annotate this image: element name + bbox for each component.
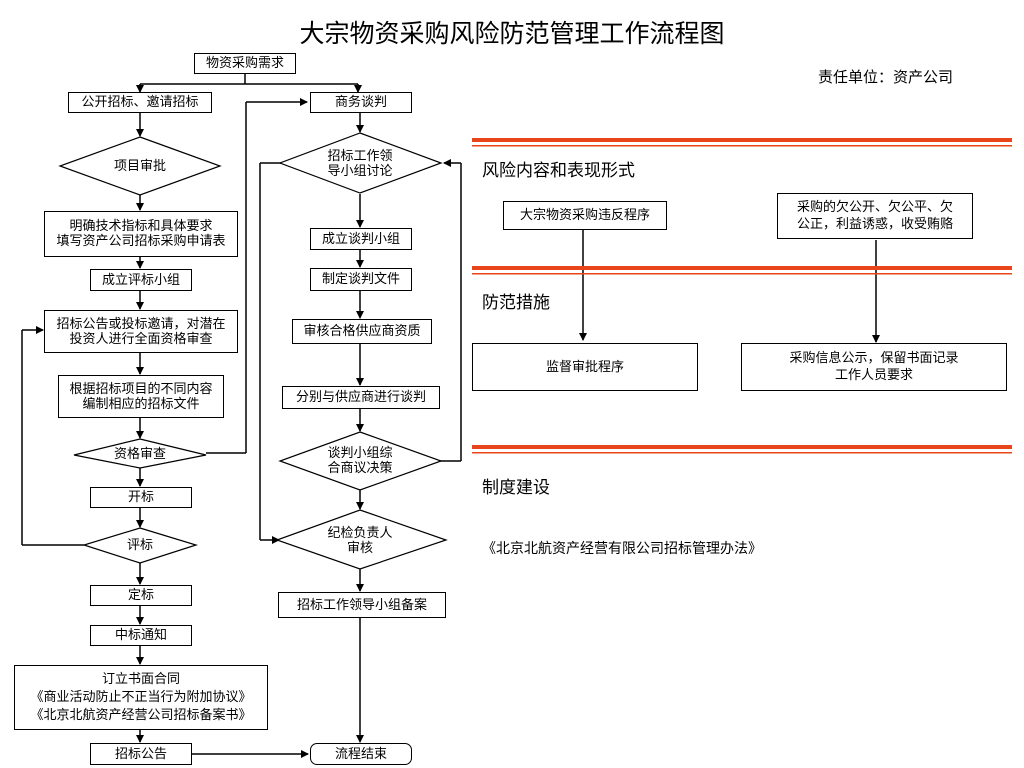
- node-announcement: 招标公告或投标邀请，对潜在 投资人进行全面资格审查: [44, 310, 238, 353]
- specs-line-1: 明确技术指标和具体要求: [69, 219, 213, 234]
- docs-line-2: 编制相应的招标文件: [82, 396, 200, 412]
- risk2-line-1: 采购的欠公开、欠公平、欠: [796, 200, 953, 215]
- node-evaluate: 评标: [126, 537, 153, 553]
- node-qualification: 资格审查: [113, 446, 166, 462]
- discipline-line-1: 纪检负责人: [327, 526, 393, 541]
- node-end: 流程结束: [310, 743, 412, 765]
- separator-system: [472, 445, 1012, 449]
- node-record: 招标工作领导小组备案: [278, 592, 446, 618]
- measure2-line-2: 工作人员要求: [834, 368, 913, 383]
- node-negotiation: 商务谈判: [310, 92, 412, 113]
- node-open-bid: 开标: [90, 487, 192, 508]
- announce-line-1: 招标公告或投标邀请，对潜在: [56, 316, 226, 332]
- node-public-bid: 公开招标、邀请招标: [68, 92, 212, 113]
- node-notice: 中标通知: [90, 625, 192, 646]
- diamond-team-decision: [278, 431, 443, 491]
- measure-box-disclosure: 采购信息公示，保留书面记录 工作人员要求: [741, 343, 1007, 391]
- measure2-line-1: 采购信息公示，保留书面记录: [789, 351, 959, 366]
- leader-discuss-line-1: 招标工作领: [327, 149, 393, 164]
- measure-box-supervision: 监督审批程序: [472, 343, 698, 391]
- node-form-team: 成立谈判小组: [310, 228, 412, 250]
- regulation-text: 《北京北航资产经营有限公司招标管理办法》: [482, 541, 762, 557]
- responsible-unit: 责任单位：资产公司: [818, 68, 954, 86]
- diamond-leader-discuss: [278, 132, 443, 194]
- node-draft-docs: 制定谈判文件: [310, 268, 412, 291]
- risk-box-procedure: 大宗物资采购违反程序: [503, 201, 667, 230]
- separator-measures: [472, 266, 1012, 270]
- system-heading: 制度建设: [482, 478, 550, 498]
- page-title: 大宗物资采购风险防范管理工作流程图: [299, 19, 725, 48]
- diamond-project-approval: [58, 136, 222, 196]
- contract-line-2: 《商业活动防止不正当行为附加协议》: [30, 689, 252, 705]
- announce-line-2: 投资人进行全面资格审查: [69, 331, 213, 347]
- contract-line-1: 订立书面合同: [101, 671, 180, 687]
- node-award: 定标: [90, 585, 192, 606]
- node-bid-docs: 根据招标项目的不同内容 编制相应的招标文件: [58, 375, 224, 418]
- diamond-qualification: [73, 438, 207, 469]
- diamond-evaluate: [81, 527, 199, 564]
- node-contract: 订立书面合同 《商业活动防止不正当行为附加协议》 《北京北航资产经营公司招标备案…: [14, 665, 268, 730]
- leader-discuss-line-2: 导小组讨论: [327, 164, 393, 179]
- separator-risk: [472, 138, 1012, 142]
- node-leader-discuss: 招标工作领 导小组讨论: [310, 148, 410, 180]
- team-decision-line-2: 合商议决策: [327, 461, 393, 476]
- measures-heading: 防范措施: [482, 293, 550, 313]
- risk-box-fairness: 采购的欠公开、欠公平、欠 公正，利益诱惑，收受贿赂: [777, 193, 973, 239]
- node-project-approval: 项目审批: [113, 158, 166, 174]
- node-demand: 物资采购需求: [194, 53, 296, 74]
- docs-line-1: 根据招标项目的不同内容: [69, 381, 213, 397]
- node-review-suppliers: 审核合格供应商资质: [292, 319, 432, 344]
- node-team-decision: 谈判小组综 合商议决策: [310, 445, 410, 477]
- node-discipline: 纪检负责人 审核: [310, 525, 410, 557]
- node-specs: 明确技术指标和具体要求 填写资产公司招标采购申请表: [44, 211, 238, 257]
- discipline-line-2: 审核: [346, 541, 373, 556]
- risk-heading: 风险内容和表现形式: [482, 161, 635, 181]
- node-negotiate-each: 分别与供应商进行谈判: [282, 386, 440, 409]
- node-bid-announcement: 招标公告: [90, 743, 192, 765]
- risk2-line-2: 公正，利益诱惑，收受贿赂: [796, 217, 953, 232]
- team-decision-line-1: 谈判小组综: [327, 446, 393, 461]
- diamond-discipline: [275, 509, 448, 570]
- node-eval-team: 成立评标小组: [90, 269, 192, 291]
- specs-line-2: 填写资产公司招标采购申请表: [56, 234, 226, 249]
- contract-line-3: 《北京北航资产经营公司招标备案书》: [30, 707, 252, 723]
